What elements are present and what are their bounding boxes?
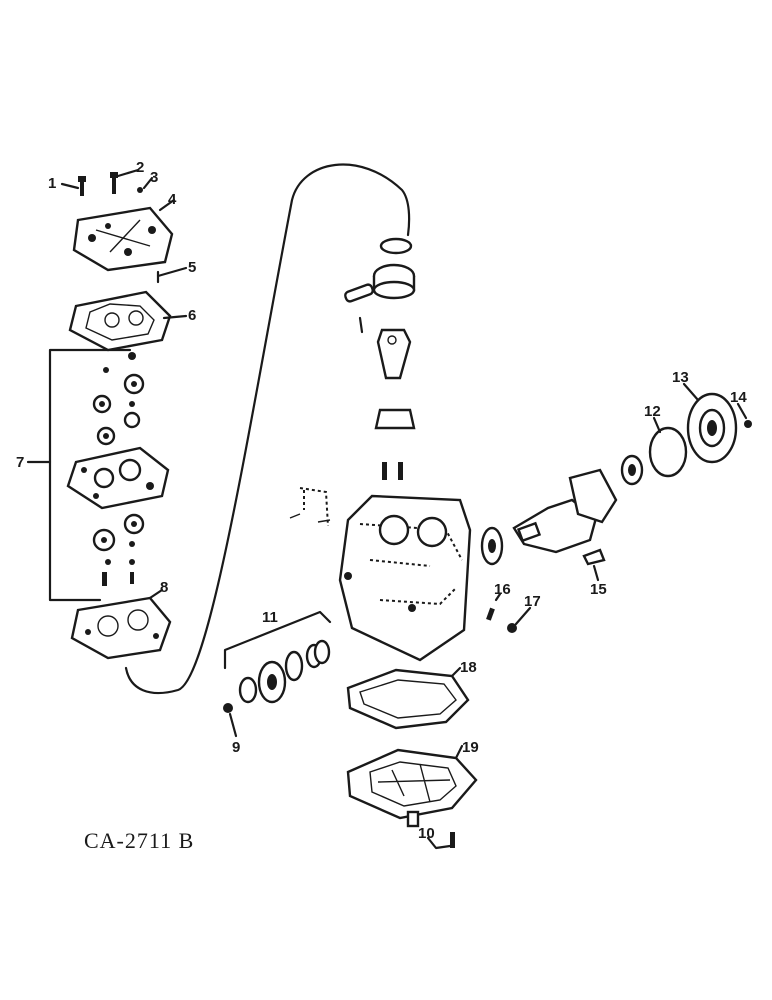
bracket-7 xyxy=(26,348,132,602)
leader-12 xyxy=(652,416,662,434)
callout-10: 10 xyxy=(418,825,435,842)
bolts-part-10 xyxy=(426,832,455,850)
crankcase-block xyxy=(338,494,472,662)
callout-5: 5 xyxy=(188,259,196,276)
callout-15: 15 xyxy=(590,581,607,598)
retainer-clip xyxy=(299,487,329,527)
callout-9: 9 xyxy=(232,739,240,756)
bolt-part-17 xyxy=(507,606,532,633)
plug-part-16 xyxy=(486,592,502,621)
callout-4: 4 xyxy=(168,191,177,208)
oil-pump-gear xyxy=(480,526,504,566)
callout-16: 16 xyxy=(494,581,511,598)
connector-loop-line xyxy=(124,163,411,695)
o-ring-part-12 xyxy=(648,426,688,478)
piston-group xyxy=(344,237,416,480)
bolt-part-9 xyxy=(223,703,238,738)
gasket-part-6 xyxy=(68,290,188,352)
washer-part-3 xyxy=(137,176,154,193)
bracket-11 xyxy=(223,610,332,670)
callout-14: 14 xyxy=(730,389,747,406)
figure-code: CA-2711 B xyxy=(84,828,194,853)
callout-13: 13 xyxy=(672,369,689,386)
callout-6: 6 xyxy=(188,307,196,324)
key-part-15 xyxy=(582,548,606,582)
shaft-seal-assembly-part-11 xyxy=(238,639,331,704)
screw-part-14 xyxy=(736,402,752,428)
callout-2: 2 xyxy=(136,159,144,176)
bearing xyxy=(620,454,644,486)
seal-plate-part-13 xyxy=(682,382,738,464)
callout-12: 12 xyxy=(644,403,661,420)
gasket-part-8 xyxy=(70,588,172,660)
callout-19: 19 xyxy=(462,739,479,756)
callout-8: 8 xyxy=(160,579,168,596)
bolt-part-2 xyxy=(110,168,140,194)
crankshaft xyxy=(512,468,618,554)
callout-11: 11 xyxy=(262,609,278,626)
base-gasket-part-18 xyxy=(346,666,470,730)
bolt-part-1 xyxy=(60,176,86,196)
pin-part-5 xyxy=(156,266,188,284)
callout-17: 17 xyxy=(524,593,541,610)
callout-3: 3 xyxy=(150,169,158,186)
oil-pan-part-19 xyxy=(346,744,478,828)
callout-7: 7 xyxy=(16,454,24,471)
callout-18: 18 xyxy=(460,659,477,676)
retainer-clip-stub xyxy=(289,513,331,523)
valve-plate-assembly-part-7 xyxy=(66,352,170,586)
cylinder-head-part-4 xyxy=(72,198,176,272)
callout-1: 1 xyxy=(48,175,56,192)
